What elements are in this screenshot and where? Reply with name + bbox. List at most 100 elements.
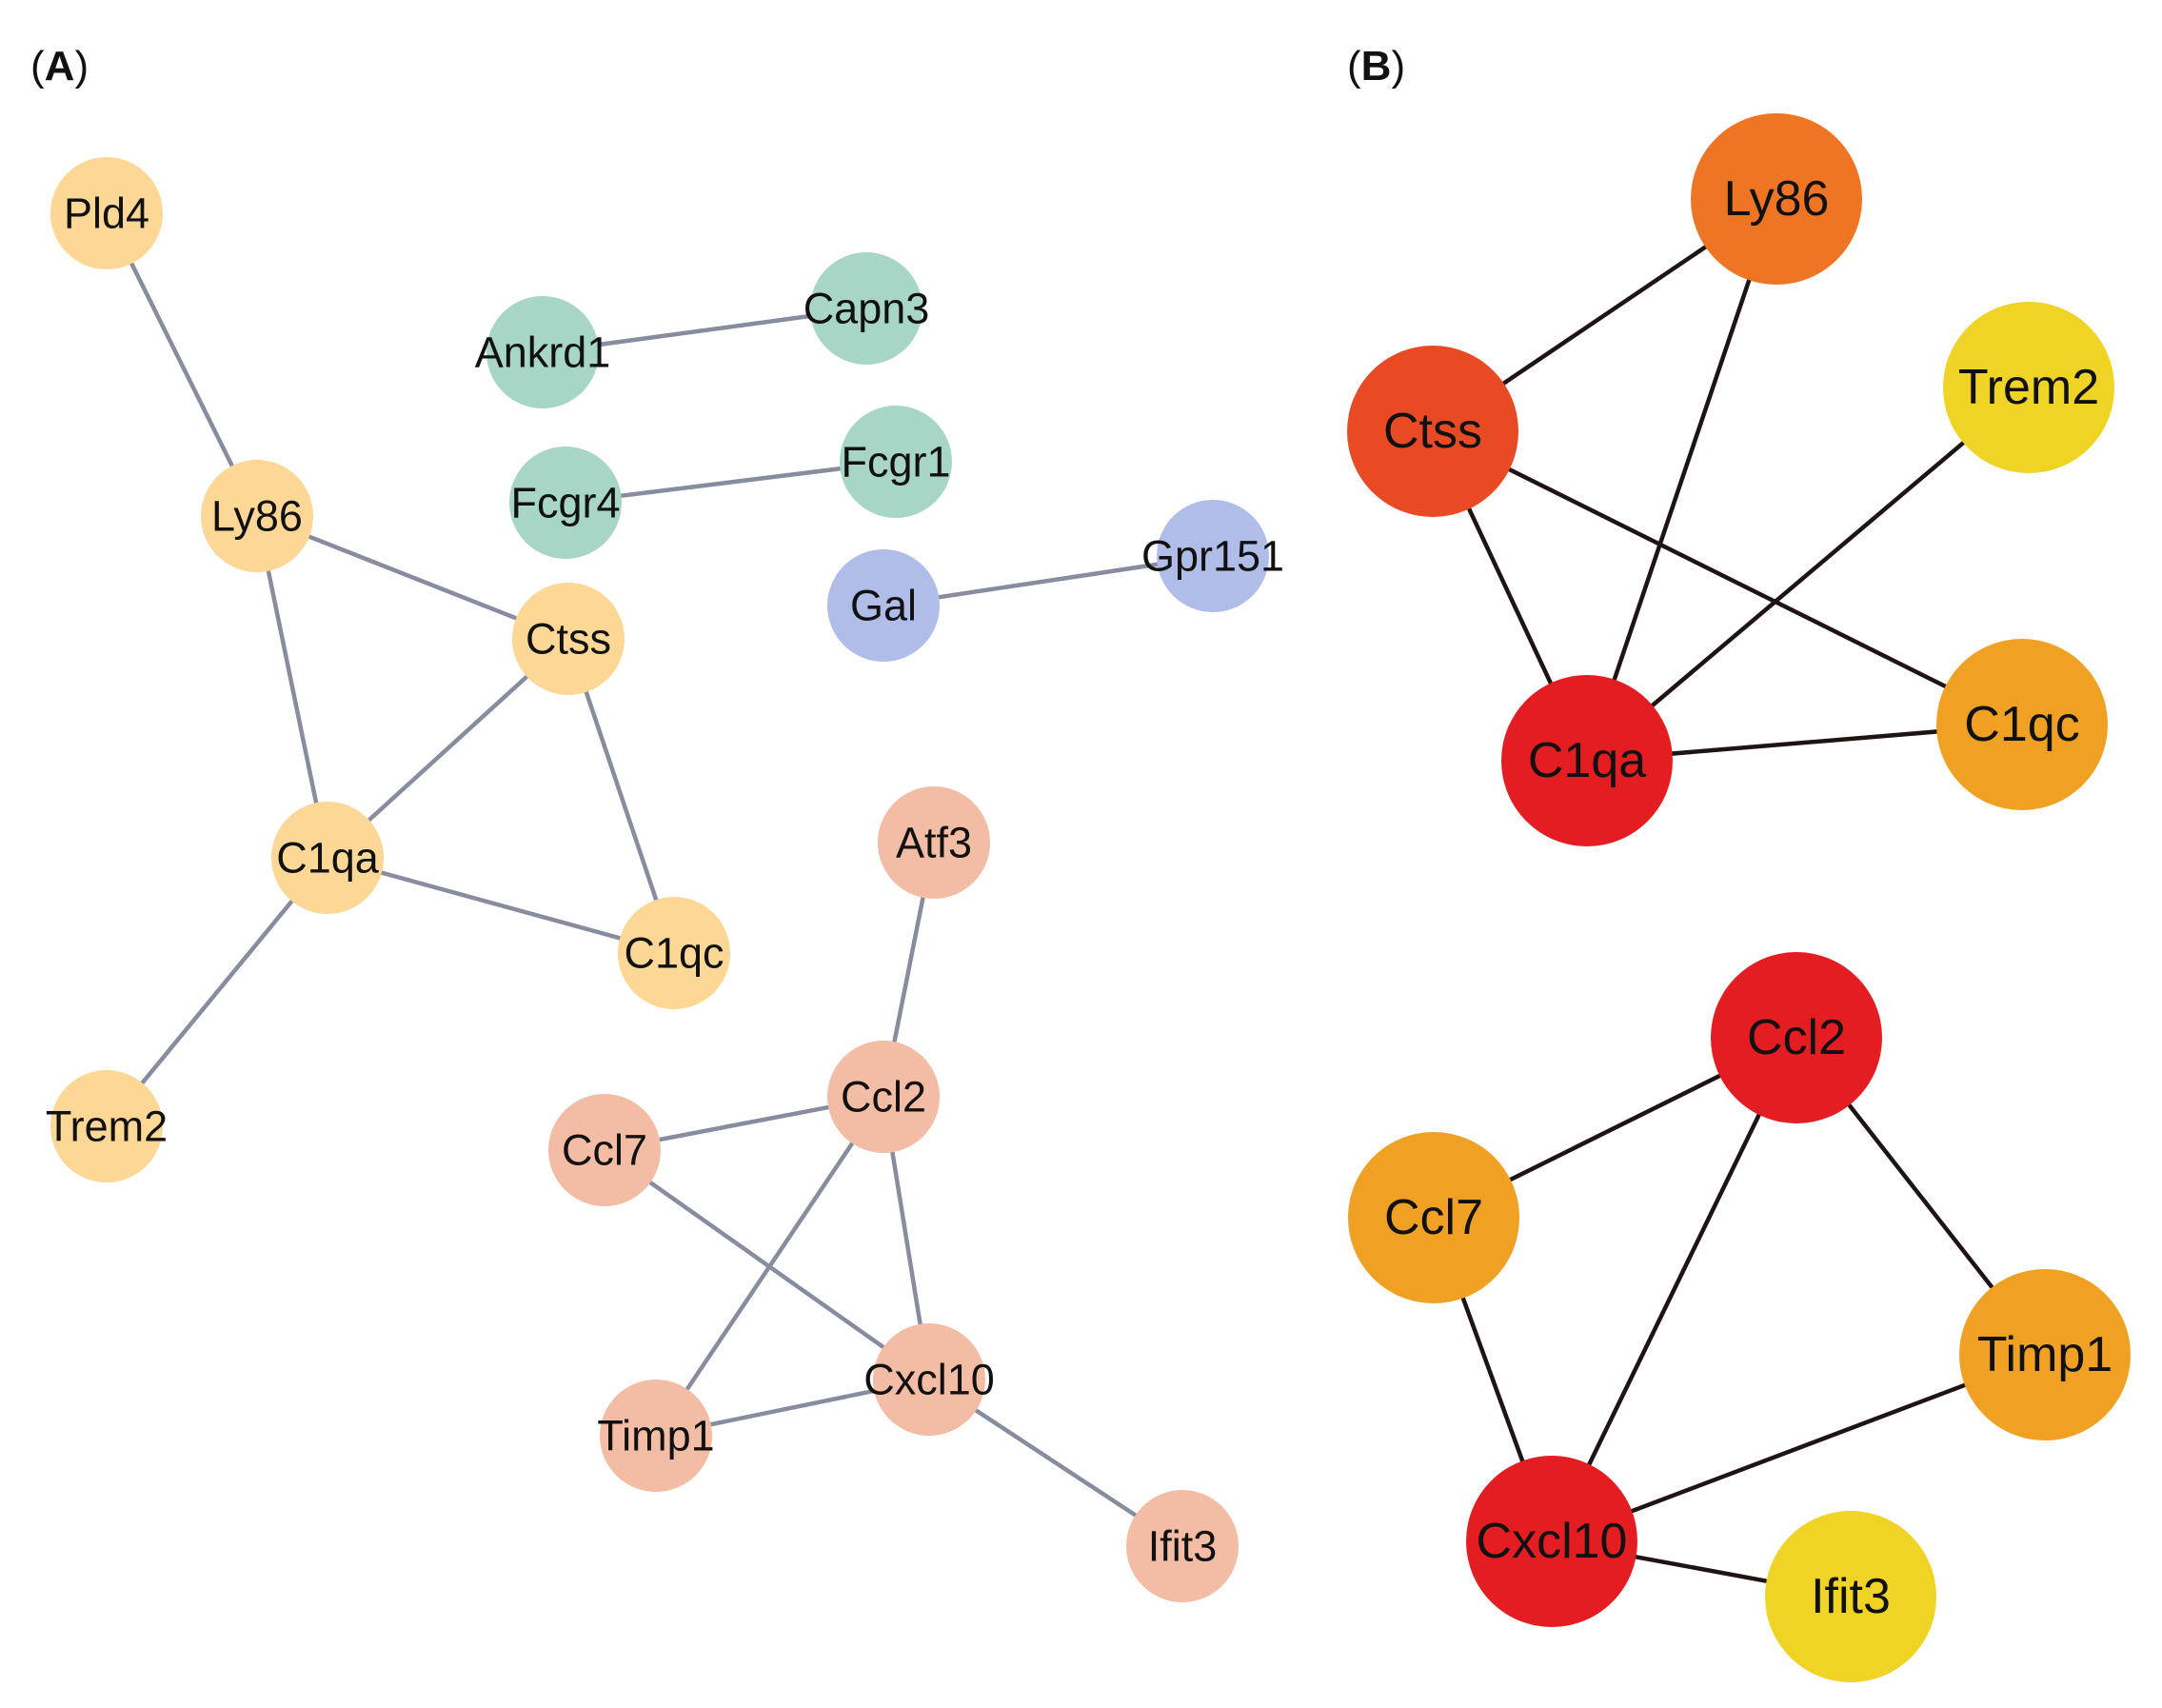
panel-a-node-label-ccl2: Ccl2	[841, 1073, 926, 1122]
panel-a-node-label-c1qc: C1qc	[624, 929, 724, 978]
panel-a-node-circle-gpr151	[1157, 500, 1269, 612]
panel-a-node-circle-timp1	[600, 1380, 712, 1492]
panel-a-node-circle-fcgr1	[840, 406, 952, 518]
panel-a-node-gal: Gal	[827, 549, 940, 662]
panel-a-node-circle-gal	[827, 549, 940, 662]
panel-a-node-label-ifit3: Ifit3	[1148, 1522, 1218, 1571]
panel-b-node-trem2: Trem2	[1943, 302, 2114, 473]
panel-a-node-trem2: Trem2	[46, 1070, 168, 1182]
panel-b-node-label-c1qa: C1qa	[1528, 733, 1646, 788]
panel-b-node-ctss: Ctss	[1347, 346, 1518, 517]
panel-a-node-atf3: Atf3	[878, 786, 990, 899]
panel-b-node-label-timp1: Timp1	[1977, 1327, 2113, 1382]
panel-b-node-cxcl10: Cxcl10	[1466, 1456, 1637, 1627]
panel-b-edge-ly86-c1qa	[1584, 198, 1779, 762]
panel-a-node-c1qc: C1qc	[618, 897, 730, 1009]
panel-b-node-label-ctss: Ctss	[1383, 404, 1482, 459]
panel-a-node-ly86: Ly86	[201, 460, 313, 572]
panel-a-node-cxcl10: Cxcl10	[863, 1323, 995, 1436]
panel-b-node-label-cxcl10: Cxcl10	[1477, 1514, 1628, 1569]
panel-a-edge-pld4-ly86	[104, 211, 260, 518]
panel-a-node-gpr151: Gpr151	[1141, 500, 1284, 612]
panel-b-node-circle-ly86	[1691, 113, 1862, 285]
panel-b-node-label-ifit3: Ifit3	[1811, 1569, 1891, 1624]
panel-a-edge-c1qa-trem2	[105, 856, 329, 1128]
panel-a-edge-c1qa-c1qc	[327, 855, 675, 956]
panel-b-node-timp1: Timp1	[1959, 1269, 2131, 1440]
panel-a-node-label-c1qa: C1qa	[276, 834, 380, 883]
panel-a-node-label-timp1: Timp1	[597, 1412, 714, 1460]
panel-a-node-ccl7: Ccl7	[548, 1094, 661, 1206]
panel-a-node-circle-ifit3	[1126, 1490, 1239, 1602]
panel-a-node-label-gpr151: Gpr151	[1141, 532, 1284, 581]
panel-a-node-label-fcgr1: Fcgr1	[841, 438, 950, 487]
panel-a-node-label-ankrd1: Ankrd1	[475, 328, 611, 377]
panel-b-node-circle-ifit3	[1765, 1511, 1936, 1682]
panel-a-node-label-trem2: Trem2	[46, 1102, 168, 1151]
panel-b-node-label-c1qc: C1qc	[1964, 697, 2079, 752]
panel-b-node-ccl7: Ccl7	[1348, 1132, 1519, 1303]
panel-a-node-label-cxcl10: Cxcl10	[863, 1356, 995, 1404]
panel-b-node-c1qa: C1qa	[1501, 675, 1673, 846]
panel-a-node-ankrd1: Ankrd1	[475, 296, 611, 408]
panel-b-node-ccl2: Ccl2	[1711, 952, 1882, 1123]
panel-b-node-label-trem2: Trem2	[1958, 360, 2099, 415]
panel-a-node-circle-c1qc	[618, 897, 730, 1009]
panel-b-node-label-ccl7: Ccl7	[1384, 1190, 1483, 1245]
panel-b-node-circle-timp1	[1959, 1269, 2131, 1440]
panel-a-node-label-ccl7: Ccl7	[562, 1126, 647, 1175]
panel-a-node-circle-trem2	[50, 1070, 163, 1182]
panel-a-node-circle-ly86	[201, 460, 313, 572]
panel-a-node-circle-atf3	[878, 786, 990, 899]
panel-b-node-ly86: Ly86	[1691, 113, 1862, 285]
panel-b-node-circle-ctss	[1347, 346, 1518, 517]
panel-a-node-label-ly86: Ly86	[211, 492, 303, 541]
panel-a-node-capn3: Capn3	[803, 252, 930, 365]
panel-b-node-circle-c1qa	[1501, 675, 1673, 846]
panel-a-node-ccl2: Ccl2	[827, 1041, 940, 1153]
panel-a-label: (A)	[30, 43, 89, 89]
panel-a-node-circle-c1qa	[271, 802, 384, 914]
panel-a-node-ifit3: Ifit3	[1126, 1490, 1239, 1602]
panel-b-node-ifit3: Ifit3	[1765, 1511, 1936, 1682]
panel-a-node-label-capn3: Capn3	[803, 285, 930, 333]
panel-a-node-label-pld4: Pld4	[64, 189, 149, 238]
panel-b-edge-timp1-cxcl10	[1551, 1352, 2046, 1544]
panel-a-node-circle-pld4	[50, 157, 163, 269]
panel-b-node-label-ly86: Ly86	[1724, 171, 1830, 227]
panel-a-node-circle-ctss	[512, 583, 625, 695]
panel-a-node-circle-ccl7	[548, 1094, 661, 1206]
panel-b-edge-trem2-c1qa	[1585, 386, 2031, 763]
panel-b-node-circle-ccl2	[1711, 952, 1882, 1123]
panel-b-label: (B)	[1347, 43, 1405, 89]
panel-a-node-circle-fcgr4	[509, 447, 622, 559]
panel-a-edge-ly86-c1qa	[254, 515, 330, 859]
panel-b-edge-ctss-c1qc	[1431, 428, 2024, 727]
panel-a-node-fcgr4: Fcgr4	[509, 447, 622, 559]
panel-b-edge-ccl2-cxcl10	[1549, 1037, 1799, 1542]
panel-a-node-circle-ccl2	[827, 1041, 940, 1153]
panel-b-node-circle-ccl7	[1348, 1132, 1519, 1303]
panel-a-node-label-atf3: Atf3	[896, 819, 972, 867]
panel-a-node-timp1: Timp1	[597, 1380, 715, 1492]
panel-b-node-label-ccl2: Ccl2	[1747, 1010, 1846, 1065]
panel-a-node-pld4: Pld4	[50, 157, 163, 269]
panel-a-node-label-fcgr4: Fcgr4	[510, 479, 620, 527]
panel-a-node-circle-cxcl10	[873, 1323, 985, 1436]
panel-a-node-label-gal: Gal	[850, 582, 917, 630]
panel-b-node-circle-cxcl10	[1466, 1456, 1637, 1627]
panel-a-node-circle-ankrd1	[486, 296, 599, 408]
panel-a-node-c1qa: C1qa	[271, 802, 384, 914]
panel-b-node-circle-c1qc	[1936, 639, 2108, 810]
panel-a-node-circle-capn3	[810, 252, 922, 365]
panel-a-node-ctss: Ctss	[512, 583, 625, 695]
panel-a-node-fcgr1: Fcgr1	[840, 406, 952, 518]
panel-a-edge-ccl7-cxcl10	[603, 1148, 931, 1381]
panel-b-node-circle-trem2	[1943, 302, 2114, 473]
panel-b-node-c1qc: C1qc	[1936, 639, 2108, 810]
